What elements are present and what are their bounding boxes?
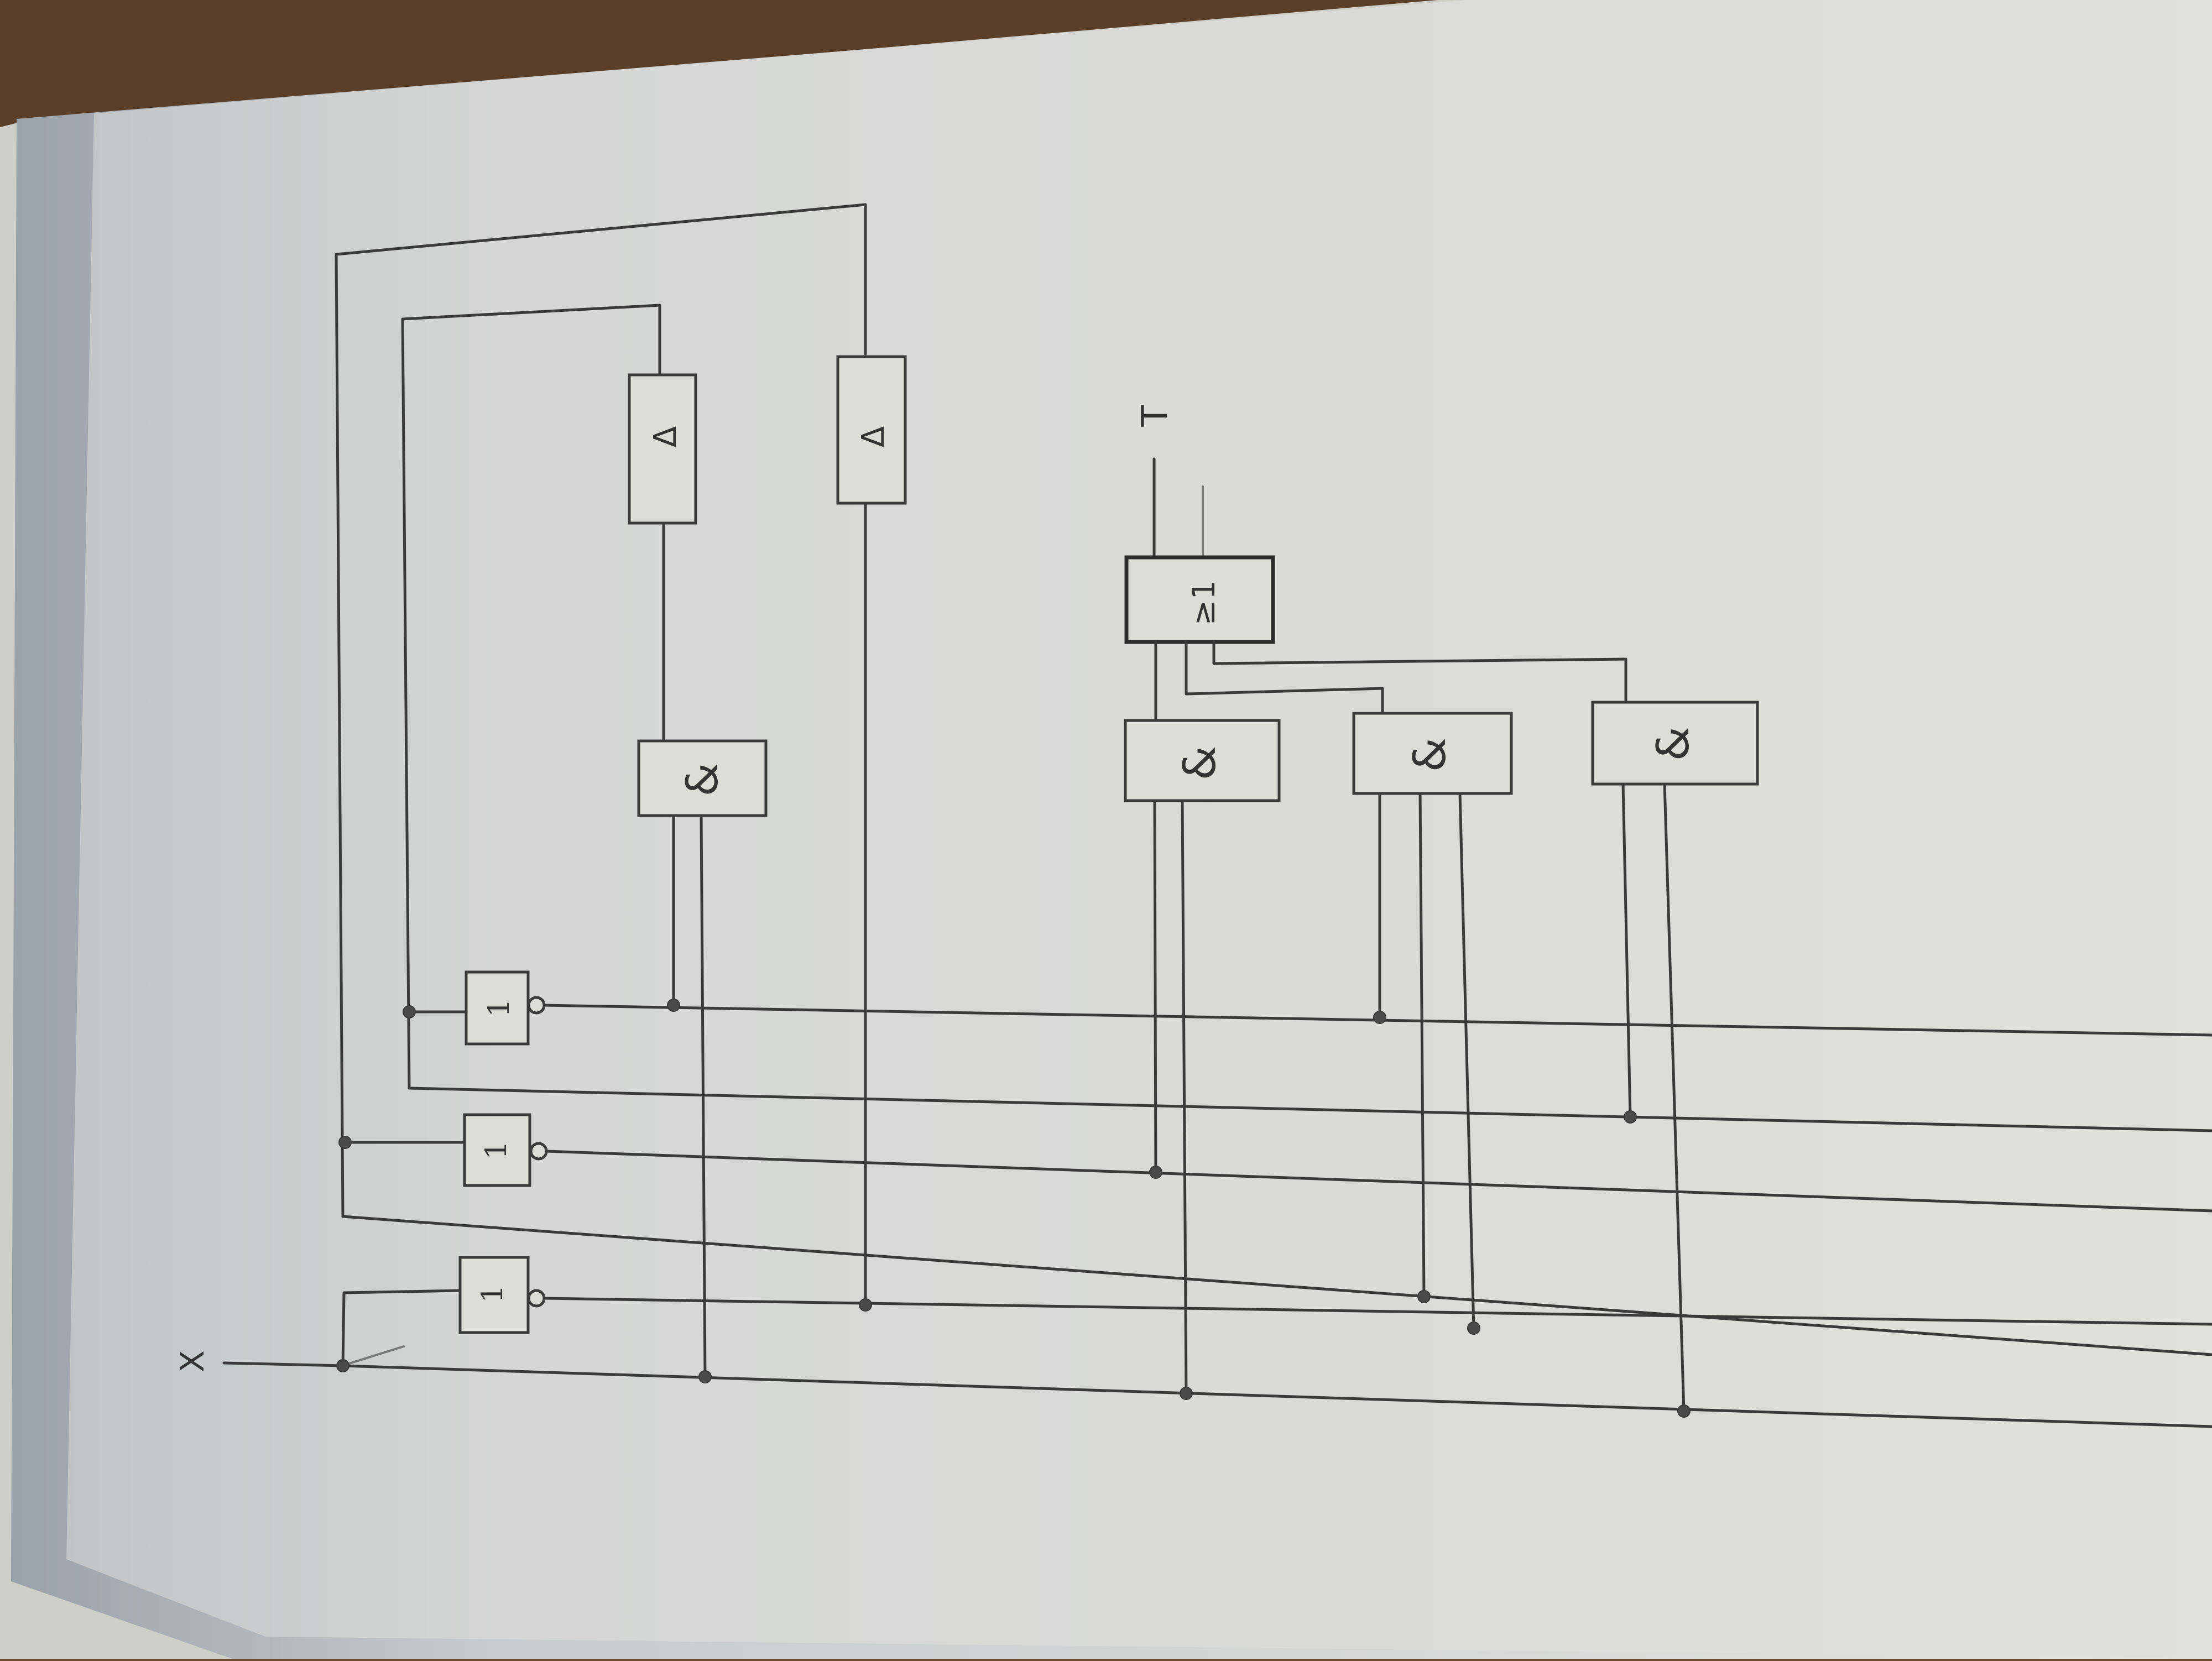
and-gate-1 [1124, 719, 1281, 802]
delay-label-1: Δ [648, 426, 684, 447]
and-label-1: & [1174, 746, 1225, 780]
line-q1 [408, 1087, 2212, 1132]
delay-label-2: Δ [855, 426, 891, 447]
input-label-x: X [174, 1350, 211, 1372]
line-x [341, 1364, 2212, 1428]
or-in-2 [1185, 640, 1384, 715]
inverter-2 [463, 1113, 531, 1187]
and-gate-3 [1591, 701, 1759, 786]
inv2-label: 1 [480, 1141, 513, 1159]
and-left-in-b [700, 814, 707, 1378]
inv3-label: 1 [476, 1284, 509, 1303]
or-gate [1124, 555, 1275, 644]
and2-in-c [1458, 792, 1475, 1330]
inv1-label: 1 [483, 999, 516, 1017]
junction [1417, 1290, 1431, 1303]
inv3-bubble [527, 1289, 546, 1308]
and-gate-2 [1352, 712, 1513, 795]
inv3-in [341, 1289, 462, 1367]
and1-in-a [1153, 799, 1157, 1174]
inner-feedback-wire [401, 304, 661, 1090]
and-label-2: & [1404, 738, 1455, 772]
junction [698, 1370, 712, 1383]
line-not-q0 [545, 1150, 2212, 1213]
junction [336, 1359, 349, 1372]
outer-feedback-wire [335, 203, 867, 1218]
junction [1180, 1387, 1193, 1400]
inverter-1 [465, 970, 530, 1046]
or-in-3 [1212, 640, 1627, 704]
junction [338, 1136, 352, 1149]
output-label-t: T [1135, 405, 1176, 427]
and2-in-b [1418, 792, 1426, 1298]
junction [859, 1298, 872, 1312]
junction [1373, 1011, 1386, 1024]
and1-in-b [1181, 799, 1188, 1395]
junction [1149, 1166, 1162, 1179]
junction [403, 1005, 416, 1018]
input-stroke [345, 1345, 405, 1366]
and-label-3: & [1647, 727, 1699, 761]
input-x-wire [222, 1361, 345, 1367]
and3-in-a [1621, 782, 1632, 1119]
line-q0 [341, 1215, 2212, 1356]
junction-dots [336, 999, 1691, 1418]
and-label-left: & [678, 763, 728, 797]
and-gate-left [637, 739, 768, 817]
junction [667, 999, 680, 1012]
junction [1677, 1404, 1691, 1418]
inv2-bubble [529, 1142, 548, 1161]
and3-in-b [1663, 782, 1686, 1413]
line-not-x [542, 1297, 2212, 1326]
or-label: ≥1 [1186, 580, 1222, 626]
delay-block-1 [628, 373, 697, 525]
inv1-bubble [527, 996, 546, 1015]
delay-block-2 [836, 355, 907, 505]
feedback-wiring: Δ Δ & [335, 203, 2212, 1378]
input-x: X [174, 1345, 2212, 1428]
junction [1467, 1322, 1480, 1335]
inverter-column: 1 1 1 [341, 970, 2212, 1367]
junction [1624, 1110, 1637, 1124]
output-logic: T ≥1 & & & [1124, 405, 1759, 1413]
inverter-3 [458, 1256, 530, 1334]
